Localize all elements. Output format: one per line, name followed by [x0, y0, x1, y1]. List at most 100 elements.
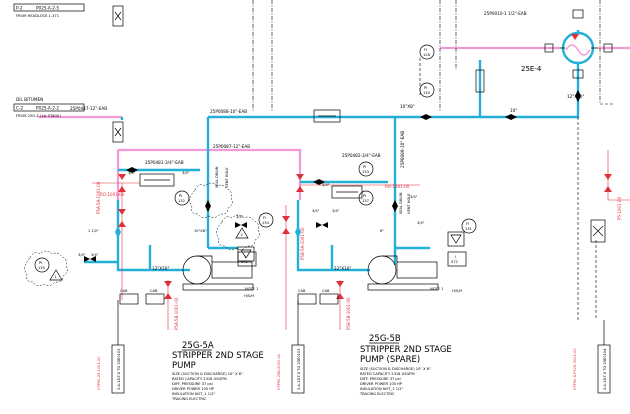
line-source: FROM HEADLOCK 1-371 [16, 14, 59, 18]
line-tag: C-2 [16, 106, 23, 111]
gate-valve-icon [420, 114, 432, 120]
gate-valve-icon [392, 200, 398, 212]
svg-text:130: 130 [423, 91, 431, 95]
svg-text:DIFF. PRESSURE 37 psi: DIFF. PRESSURE 37 psi [172, 382, 213, 386]
instrument-bubbles: FI 128 PI 130 PI 133 PI 132 FI 134 PI 13… [34, 44, 477, 273]
svg-text:PI: PI [363, 165, 366, 169]
pump-name: PUMP (SPARE) [360, 355, 420, 365]
svg-text:DIFF. PRESSURE 37 psi: DIFF. PRESSURE 37 psi [360, 377, 401, 381]
svg-text:3-A-18-T-X TO 25E0104: 3-A-18-T-X TO 25E0104 [603, 348, 607, 390]
svg-text:3-A-18-T-X TO 25E0103: 3-A-18-T-X TO 25E0103 [297, 349, 301, 390]
gate-valve-icon [115, 226, 121, 238]
line-number-texts: 25P0088-10"-EAB 25P0087-12"-EAB 25P0481-… [145, 11, 584, 271]
svg-text:CPP50-25B-2001-00: CPP50-25B-2001-00 [277, 353, 281, 390]
exchanger-tag: 25E-4 [521, 65, 542, 73]
instrument-fi-134[interactable]: FI 134 [258, 212, 274, 228]
svg-text:VENT HOLE: VENT HOLE [225, 167, 229, 188]
valves [84, 90, 581, 262]
svg-text:PI: PI [363, 194, 366, 198]
gate-valve-icon [84, 256, 96, 262]
exchanger-25e-4: 25E-4 [521, 9, 613, 79]
svg-text:SEAL DRAIN: SEAL DRAIN [399, 192, 403, 214]
svg-text:3-A-18-T-X TO 25E0103: 3-A-18-T-X TO 25E0103 [117, 349, 121, 390]
svg-text:SEAL DRAIN: SEAL DRAIN [215, 166, 219, 188]
pump-25g-5b[interactable] [367, 231, 465, 291]
line-source: FROM 25G-3 (1st STAGE) [16, 114, 61, 118]
instrument-pi-132[interactable]: PI 132 [174, 190, 190, 206]
svg-text:FI: FI [424, 48, 427, 52]
svg-text:PI: PI [39, 261, 42, 265]
top-left-labels: P-2 P025-A-2-5 FROM HEADLOCK 1-371 DIL B… [13, 3, 107, 118]
svg-text:8": 8" [380, 229, 384, 233]
svg-text:FI: FI [263, 216, 266, 220]
title-block-25g-5a: 25G-5A STRIPPER 2ND STAGE PUMP SIZE (SUC… [171, 341, 264, 401]
svg-text:137: 137 [362, 199, 369, 203]
line-number: 25P0088-10"-EAB [210, 109, 247, 114]
svg-text:CAB: CAB [150, 289, 158, 293]
drain-frames: 3-A-18-T-X TO 25E0103 3-A-18-T-X TO 25E0… [97, 117, 611, 394]
svg-text:DRIVER POWER 100 HP: DRIVER POWER 100 HP [360, 382, 403, 386]
signal-lines [252, 0, 615, 112]
pink-lines [38, 46, 630, 200]
red-annotations: RO-1001-00 RO-1001-00 P5A-5A-1001-00 P5B… [92, 150, 630, 330]
gate-valve-icon [575, 90, 581, 102]
line-tag: P-2 [16, 6, 23, 11]
dil-bitumen-label: DIL BITUMEN [16, 97, 43, 102]
instrument-i-071[interactable]: I 071 [237, 251, 257, 267]
red-line-number: P5A-5A-1001-00 [96, 181, 101, 214]
svg-text:3/4": 3/4" [322, 183, 330, 187]
revision-clouds [24, 182, 260, 286]
svg-text:CAB: CAB [298, 289, 306, 293]
line-number: 25P0087-12"-EAB [213, 144, 250, 149]
instrument-pi-133[interactable]: PI 133 [358, 161, 374, 177]
svg-text:1 1/2": 1 1/2" [88, 229, 99, 233]
svg-text:NOTE 1: NOTE 1 [245, 287, 258, 291]
svg-text:131: 131 [465, 227, 472, 231]
svg-text:3/4": 3/4" [78, 253, 86, 257]
svg-text:PI: PI [424, 86, 427, 90]
line-number: P025-A-2-2 [36, 106, 59, 111]
pump-tag: 25G-5A [182, 341, 214, 351]
svg-text:3/4": 3/4" [91, 253, 99, 257]
svg-text:132: 132 [178, 199, 185, 203]
instrument-fi-128[interactable]: FI 128 [419, 44, 435, 60]
gate-valve-icon [205, 200, 211, 212]
gate-valve-icon [505, 114, 517, 120]
reducer-size: 10"X8" [400, 104, 415, 109]
top-equipment [112, 5, 606, 243]
title-block-25g-5b: 25G-5B STRIPPER 2ND STAGE PUMP (SPARE) S… [359, 334, 452, 396]
reducer-size: 12"X10" [334, 266, 351, 271]
svg-text:CPP50-25-1001-00: CPP50-25-1001-00 [97, 356, 101, 390]
triangle-markers: 1 2 [49, 227, 249, 281]
svg-text:NOTE 1: NOTE 1 [430, 287, 443, 291]
red-line-number: P5-1001-00 [617, 196, 622, 220]
svg-text:RATED CAPACITY 2318 USGPM: RATED CAPACITY 2318 USGPM [172, 377, 227, 381]
line-number: P025-A-2-5 [36, 6, 59, 11]
line-number: 25P0481-3/4"-EAB [145, 160, 184, 165]
instrument-pi-130[interactable]: PI 130 [419, 82, 435, 98]
svg-text:135: 135 [38, 266, 45, 270]
svg-text:RATED CAPACITY 2318 USGPM: RATED CAPACITY 2318 USGPM [360, 372, 415, 376]
instrument-pi-137[interactable]: PI 137 [358, 190, 374, 206]
pump-name: PUMP [172, 361, 196, 371]
instrument-fi-131[interactable]: FI 131 [461, 218, 477, 234]
svg-text:CAB: CAB [120, 289, 128, 293]
svg-text:TRACING ELECTRIC: TRACING ELECTRIC [171, 397, 207, 401]
instrument-i-072[interactable]: I 072 [447, 251, 467, 267]
svg-text:INSULATION NOT_1 1/2": INSULATION NOT_1 1/2" [360, 387, 404, 391]
line-size: 10" [510, 108, 517, 113]
pump-25g-5a[interactable] [182, 246, 255, 291]
reducer-size: 12"X10" [152, 266, 169, 271]
svg-text:H/S/H: H/S/H [452, 289, 462, 293]
svg-text:3/4": 3/4" [182, 171, 190, 175]
instrument-pi-135[interactable]: PI 135 [34, 257, 50, 273]
size-tags: 3/4" 3/4" 3/4" 3/4" 3/4" 3/4" 3/4" 3/4" … [78, 171, 425, 257]
svg-text:10"X8": 10"X8" [194, 229, 207, 233]
svg-text:SIZE (SUCTION & DISCHARGE) 10: SIZE (SUCTION & DISCHARGE) 10" X 8" [172, 372, 243, 376]
svg-text:DRIVER POWER 100 HP: DRIVER POWER 100 HP [172, 387, 215, 391]
red-line-number: P5B-5A-1001-00 [300, 227, 305, 260]
red-line-number: P5B-5B-1001-00 [346, 297, 351, 330]
svg-text:TRACING ELECTRIC: TRACING ELECTRIC [359, 392, 395, 396]
gate-valve-icon [313, 179, 325, 185]
line-number: 25P0447-12"-EAB [70, 106, 107, 111]
